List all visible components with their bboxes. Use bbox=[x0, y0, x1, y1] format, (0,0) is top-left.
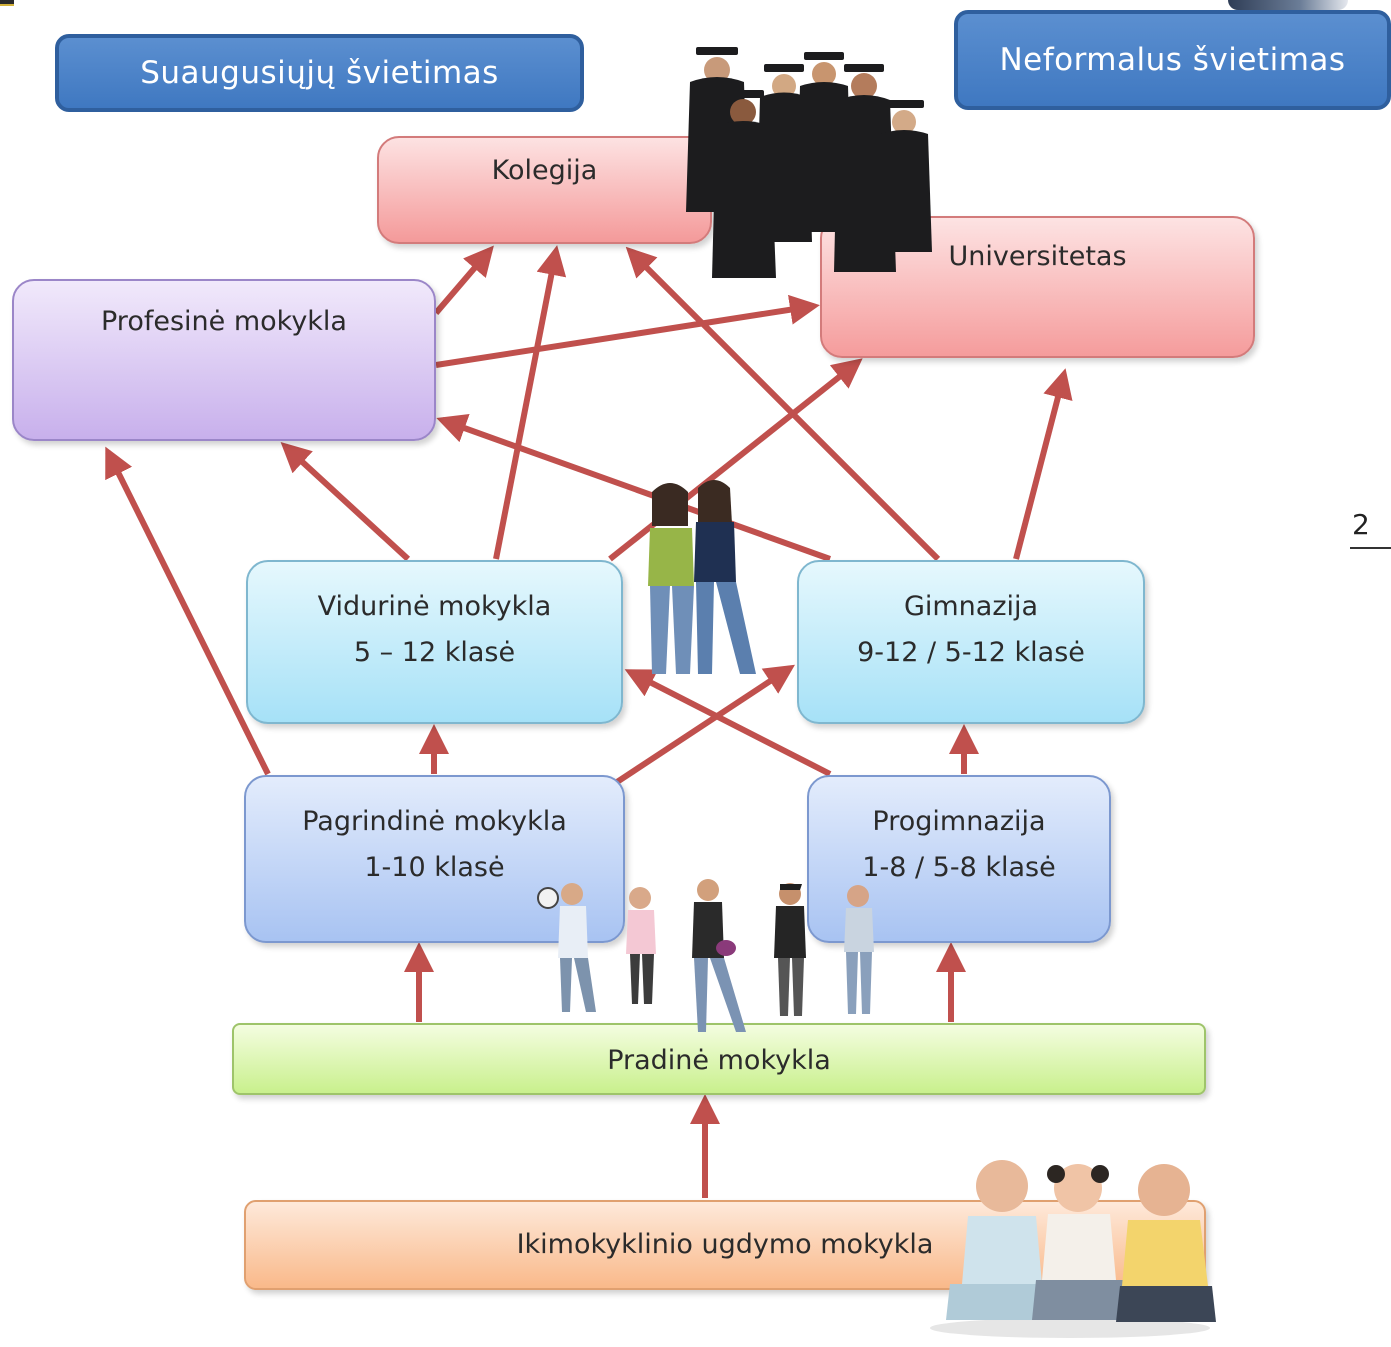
babies-photo bbox=[930, 1160, 1216, 1338]
primary-school-node: Pradinė mokykla bbox=[232, 1023, 1206, 1095]
arrow-basic-to-gymnasium bbox=[615, 664, 796, 785]
teen-girls-photo bbox=[648, 480, 756, 674]
children-photo bbox=[537, 879, 874, 1032]
preschool-label: Ikimokyklinio ugdymo mokykla bbox=[516, 1229, 934, 1260]
graduates-photo bbox=[686, 47, 932, 278]
gymnasium-label: Gimnazija bbox=[903, 591, 1039, 622]
university-label: Universitetas bbox=[948, 241, 1127, 272]
arrow-secondary-to-college bbox=[493, 245, 567, 560]
primary-school-label: Pradinė mokykla bbox=[607, 1045, 831, 1076]
gymnasium-grades: 9-12 / 5-12 klasė bbox=[857, 637, 1085, 668]
corner-decoration bbox=[0, 0, 14, 6]
page-number: 2 bbox=[1352, 508, 1370, 541]
vocational-school-label: Profesinė mokykla bbox=[101, 306, 347, 337]
college-label: Kolegija bbox=[491, 155, 598, 186]
arrow-secondary-to-university bbox=[608, 358, 863, 562]
arrow-gymnasium-to-vocational bbox=[436, 413, 832, 562]
progymnasium-label: Progimnazija bbox=[872, 806, 1046, 837]
adult-education-label: Suaugusiųjų švietimas bbox=[140, 55, 499, 91]
non-formal-education-label: Neformalus švietimas bbox=[999, 42, 1346, 78]
page-number-underline bbox=[1350, 547, 1391, 549]
non-formal-education-banner: Neformalus švietimas bbox=[954, 10, 1391, 110]
arrow-vocational-to-university bbox=[435, 294, 820, 368]
arrow-vocational-to-college bbox=[433, 245, 494, 315]
basic-school-grades: 1-10 klasė bbox=[364, 852, 505, 883]
secondary-school-node: Vidurinė mokykla 5 – 12 klasė bbox=[246, 560, 623, 724]
progymnasium-grades: 1-8 / 5-8 klasė bbox=[862, 852, 1056, 883]
arrow-progymnasium-to-secondary bbox=[624, 669, 832, 777]
secondary-school-grades: 5 – 12 klasė bbox=[353, 637, 516, 668]
basic-school-label: Pagrindinė mokykla bbox=[302, 806, 567, 837]
gymnasium-node: Gimnazija 9-12 / 5-12 klasė bbox=[797, 560, 1145, 724]
arrow-basic-to-vocational bbox=[105, 446, 271, 776]
corner-photo-fragment bbox=[1228, 0, 1348, 10]
arrow-secondary-to-vocational bbox=[280, 441, 411, 562]
secondary-school-label: Vidurinė mokykla bbox=[317, 591, 552, 622]
progymnasium-node: Progimnazija 1-8 / 5-8 klasė bbox=[807, 775, 1111, 943]
vocational-school-node: Profesinė mokykla bbox=[12, 279, 436, 441]
university-node: Universitetas bbox=[820, 216, 1255, 358]
arrow-gymnasium-to-college bbox=[625, 246, 941, 562]
arrow-gymnasium-to-university bbox=[1013, 368, 1073, 560]
college-node: Kolegija bbox=[377, 136, 712, 244]
adult-education-banner: Suaugusiųjų švietimas bbox=[55, 34, 584, 112]
